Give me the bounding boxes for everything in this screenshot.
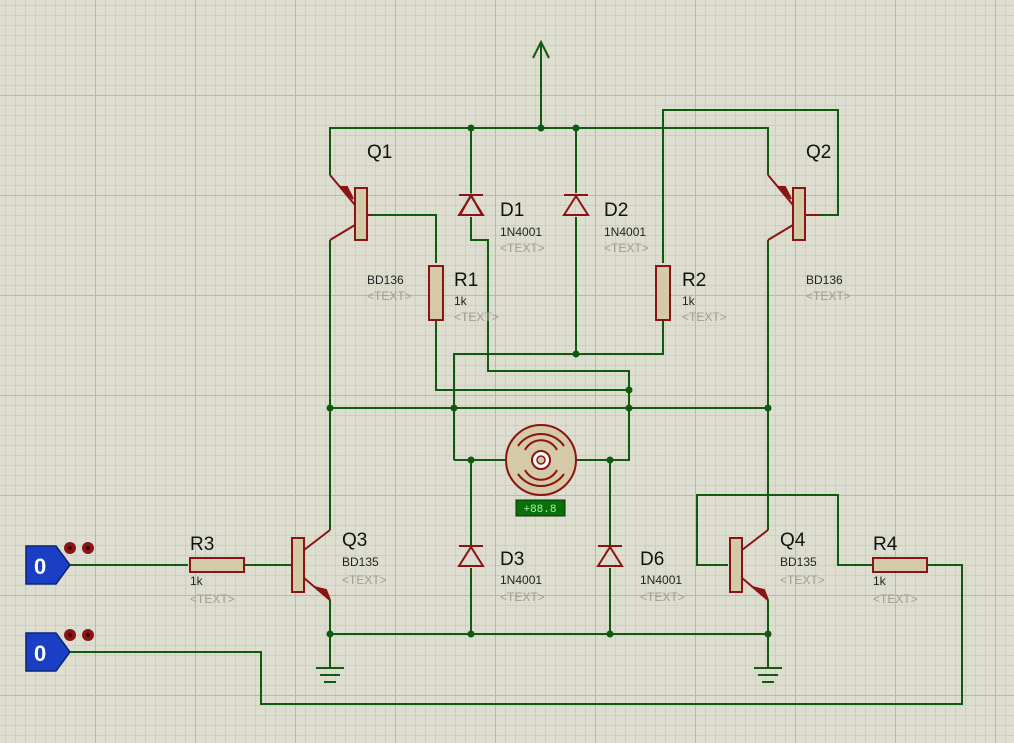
logic-toggle-icon[interactable] (64, 542, 94, 554)
d6-text: <TEXT> (640, 590, 685, 604)
r4-text: <TEXT> (873, 592, 918, 606)
resistor-r1[interactable]: R1 1k <TEXT> (428, 265, 499, 324)
wires (102, 60, 963, 705)
r4-value: 1k (873, 574, 887, 588)
q4-text: <TEXT> (780, 573, 825, 587)
r2-text: <TEXT> (682, 310, 727, 324)
q1-ref: Q1 (367, 142, 392, 163)
d3-ref: D3 (500, 549, 524, 570)
r3-ref: R3 (190, 534, 214, 555)
transistor-q3[interactable]: Q3 BD135 <TEXT> (291, 529, 387, 601)
logic-input-1[interactable]: 0 (25, 542, 102, 585)
q4-value: BD135 (780, 555, 817, 569)
q2-text: <TEXT> (806, 289, 851, 303)
q3-ref: Q3 (342, 530, 367, 551)
r1-ref: R1 (454, 270, 478, 291)
diode-d3[interactable]: D3 1N4001 <TEXT> (457, 545, 545, 604)
dc-motor[interactable]: +88.8 (505, 424, 577, 517)
q2-ref: Q2 (806, 142, 831, 163)
d1-text: <TEXT> (500, 241, 545, 255)
motor-readout-box (515, 499, 566, 517)
motor-readout: +88.8 (523, 504, 556, 516)
ground-icon[interactable] (754, 667, 782, 683)
q4-ref: Q4 (780, 530, 806, 551)
resistor-r3[interactable]: R3 1k <TEXT> (189, 534, 245, 606)
logic-input-2-value: 0 (34, 641, 46, 666)
d2-value: 1N4001 (604, 225, 646, 239)
ground-icon[interactable] (316, 667, 344, 683)
q1-value: BD136 (367, 273, 404, 287)
r3-value: 1k (190, 574, 204, 588)
d6-ref: D6 (640, 549, 664, 570)
q1-text: <TEXT> (367, 289, 412, 303)
junctions (326, 124, 772, 638)
d3-value: 1N4001 (500, 573, 542, 587)
d1-value: 1N4001 (500, 225, 542, 239)
r4-ref: R4 (873, 534, 898, 555)
d2-text: <TEXT> (604, 241, 649, 255)
transistor-q1[interactable]: Q1 BD136 <TEXT> (329, 142, 412, 303)
resistor-r4[interactable]: R4 1k <TEXT> (872, 534, 928, 606)
logic-toggle-icon[interactable] (64, 629, 94, 641)
q3-text: <TEXT> (342, 573, 387, 587)
diode-d6[interactable]: D6 1N4001 <TEXT> (596, 545, 685, 604)
diode-d2[interactable]: D2 1N4001 <TEXT> (562, 194, 649, 255)
r3-text: <TEXT> (190, 592, 235, 606)
transistor-q2[interactable]: Q2 BD136 <TEXT> (767, 142, 851, 303)
power-terminal-icon[interactable] (532, 39, 550, 60)
q3-value: BD135 (342, 555, 379, 569)
d1-ref: D1 (500, 200, 524, 221)
logic-input-1-value: 0 (34, 554, 46, 579)
r2-value: 1k (682, 294, 696, 308)
diode-d1[interactable]: D1 1N4001 <TEXT> (457, 192, 545, 255)
d6-value: 1N4001 (640, 573, 682, 587)
r1-text: <TEXT> (454, 310, 499, 324)
resistor-r2[interactable]: R2 1k <TEXT> (655, 265, 727, 324)
q2-value: BD136 (806, 273, 843, 287)
transistor-q4[interactable]: Q4 BD135 <TEXT> (729, 529, 825, 601)
r1-value: 1k (454, 294, 468, 308)
d2-ref: D2 (604, 200, 628, 221)
r2-ref: R2 (682, 270, 706, 291)
logic-input-2[interactable]: 0 (25, 629, 102, 672)
d3-text: <TEXT> (500, 590, 545, 604)
motor-rotor-icon (517, 433, 565, 487)
